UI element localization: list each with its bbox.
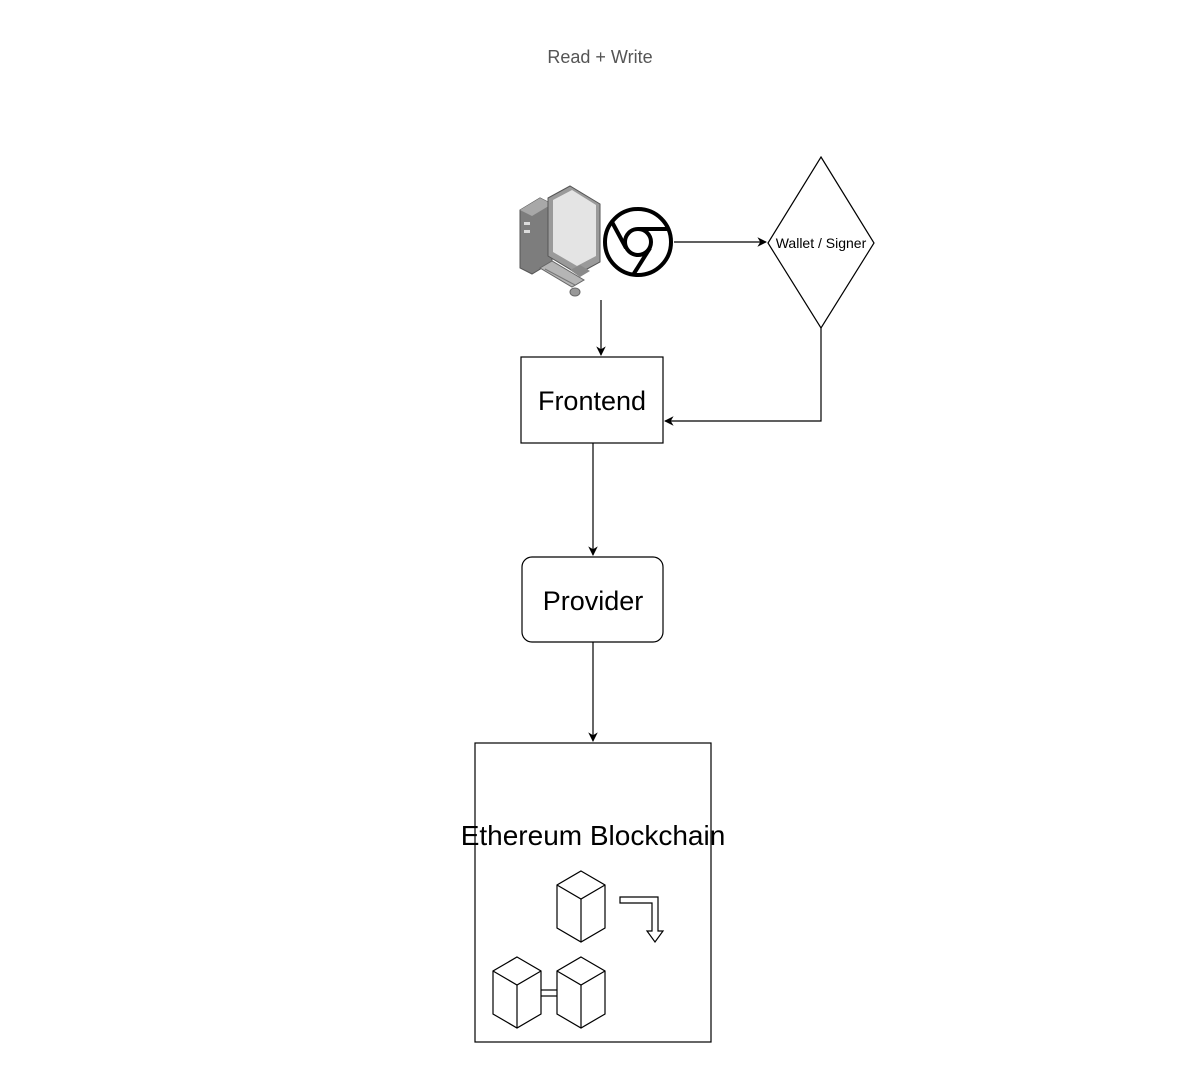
arrow-wallet-to-frontend <box>664 328 822 426</box>
provider-node: Provider <box>521 556 664 643</box>
chain-link-icon <box>541 989 557 997</box>
cube-block-icon <box>556 870 606 943</box>
provider-label: Provider <box>543 586 644 616</box>
ethereum-blockchain-label: Ethereum Blockchain <box>461 820 726 851</box>
bent-arrow-icon <box>619 896 665 944</box>
cube-block-icon <box>556 956 606 1029</box>
diagram-title: Read + Write <box>547 47 652 67</box>
wallet-signer-label: Wallet / Signer <box>776 235 867 251</box>
wallet-signer-node: Wallet / Signer <box>767 155 875 330</box>
ethereum-blockchain-node: Ethereum Blockchain <box>461 742 726 1043</box>
desktop-computer-icon <box>519 185 601 297</box>
chrome-browser-icon <box>603 207 673 277</box>
cube-block-icon <box>492 956 542 1029</box>
frontend-label: Frontend <box>538 386 646 416</box>
frontend-node: Frontend <box>520 356 664 444</box>
